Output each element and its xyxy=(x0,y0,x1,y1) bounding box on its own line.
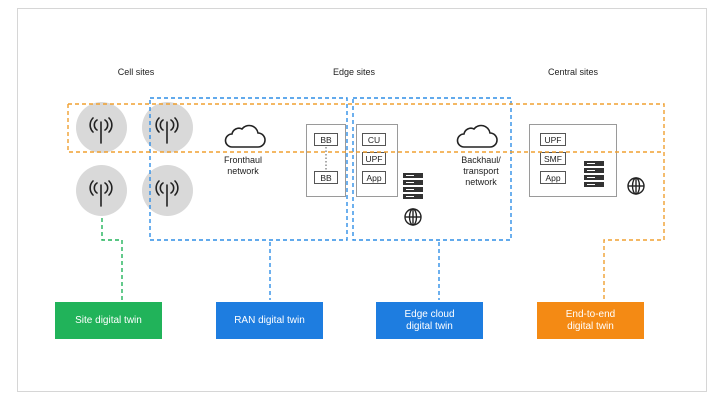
upf-edge-function: UPF xyxy=(362,152,386,165)
fronthaul-label-line1: Fronthaul xyxy=(223,155,263,165)
backhaul-label-line3: network xyxy=(465,177,497,187)
e2e-twin-label-line1: End-to-end xyxy=(565,308,616,320)
site-twin-label: Site digital twin xyxy=(75,314,142,326)
cu-function: CU xyxy=(362,133,386,146)
header-central-sites: Central sites xyxy=(547,67,599,77)
upf-central-function: UPF xyxy=(540,133,566,146)
antenna-icon xyxy=(142,165,193,216)
bb-bottom-function: BB xyxy=(314,171,338,184)
ran-twin-label: RAN digital twin xyxy=(234,314,305,326)
bb-top-function: BB xyxy=(314,133,338,146)
backhaul-label: Backhaul/ transport network xyxy=(450,155,512,188)
header-cell-sites: Cell sites xyxy=(117,67,155,77)
edge-cloud-digital-twin: Edge cloud digital twin xyxy=(376,302,483,339)
edge-twin-label-line1: Edge cloud xyxy=(404,308,455,320)
e2e-twin-label-line2: digital twin xyxy=(567,320,614,332)
antenna-icon xyxy=(142,102,193,153)
edge-twin-label-line2: digital twin xyxy=(406,320,453,332)
backhaul-label-line1: Backhaul/ xyxy=(461,155,501,165)
fronthaul-label-line2: network xyxy=(227,166,259,176)
backhaul-label-line2: transport xyxy=(463,166,499,176)
app-central-function: App xyxy=(540,171,566,184)
site-digital-twin: Site digital twin xyxy=(55,302,162,339)
ran-digital-twin: RAN digital twin xyxy=(216,302,323,339)
app-edge-function: App xyxy=(362,171,386,184)
smf-central-function: SMF xyxy=(540,152,566,165)
end-to-end-digital-twin: End-to-end digital twin xyxy=(537,302,644,339)
antenna-icon xyxy=(76,102,127,153)
antenna-icon xyxy=(76,165,127,216)
fronthaul-label: Fronthaul network xyxy=(218,155,268,177)
header-edge-sites: Edge sites xyxy=(332,67,376,77)
